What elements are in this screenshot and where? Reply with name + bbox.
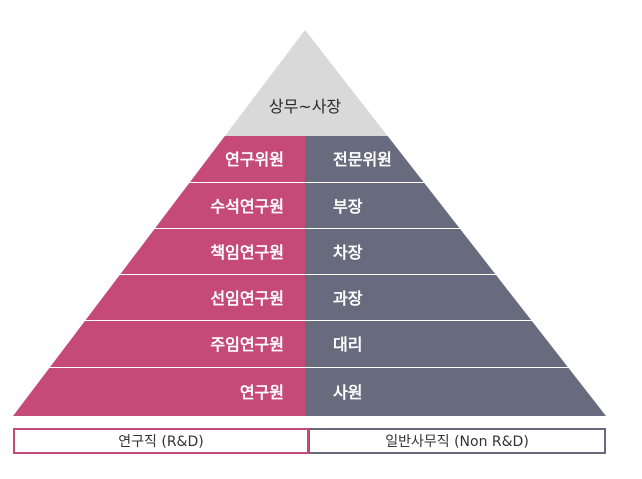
- tier-right-shape: [305, 321, 568, 367]
- tier-right-shape: [305, 183, 460, 228]
- legend-non-rnd: 일반사무직 (Non R&D): [309, 428, 606, 454]
- tier-left-shape: [120, 229, 306, 274]
- tier-non-rnd-title: 대리: [333, 335, 363, 354]
- tier-rnd-title: 연구원: [239, 383, 284, 402]
- legend-rnd: 연구직 (R&D): [13, 428, 309, 454]
- tier-left-shape: [155, 183, 305, 228]
- tier-non-rnd-title: 차장: [333, 242, 363, 262]
- tier-right-shape: [305, 229, 496, 274]
- tier-rnd-title: 선임연구원: [210, 288, 284, 308]
- tier-non-rnd-title: 부장: [333, 196, 363, 216]
- tier-right-shape: [305, 136, 424, 182]
- tier-right-shape: [305, 275, 532, 320]
- tier-left-shape: [190, 136, 305, 182]
- legend-non-rnd-label: 일반사무직 (Non R&D): [385, 434, 529, 450]
- tier-right-shape: [305, 368, 606, 416]
- tier-rnd-title: 주임연구원: [210, 335, 284, 354]
- top-tier-label: 상무~사장: [268, 97, 342, 116]
- tier-non-rnd-title: 과장: [333, 288, 363, 308]
- tier-left-shape: [13, 368, 305, 416]
- tier-rnd-title: 수석연구원: [210, 196, 284, 216]
- tier-non-rnd-title: 전문위원: [333, 150, 392, 169]
- tier-left-shape: [50, 321, 306, 367]
- tier-non-rnd-title: 사원: [333, 383, 363, 402]
- tier-left-shape: [85, 275, 305, 320]
- top-tier-shape: [224, 30, 388, 136]
- tier-rnd-title: 책임연구원: [210, 242, 284, 262]
- tier-rnd-title: 연구위원: [225, 150, 284, 169]
- legend-rnd-label: 연구직 (R&D): [118, 434, 204, 450]
